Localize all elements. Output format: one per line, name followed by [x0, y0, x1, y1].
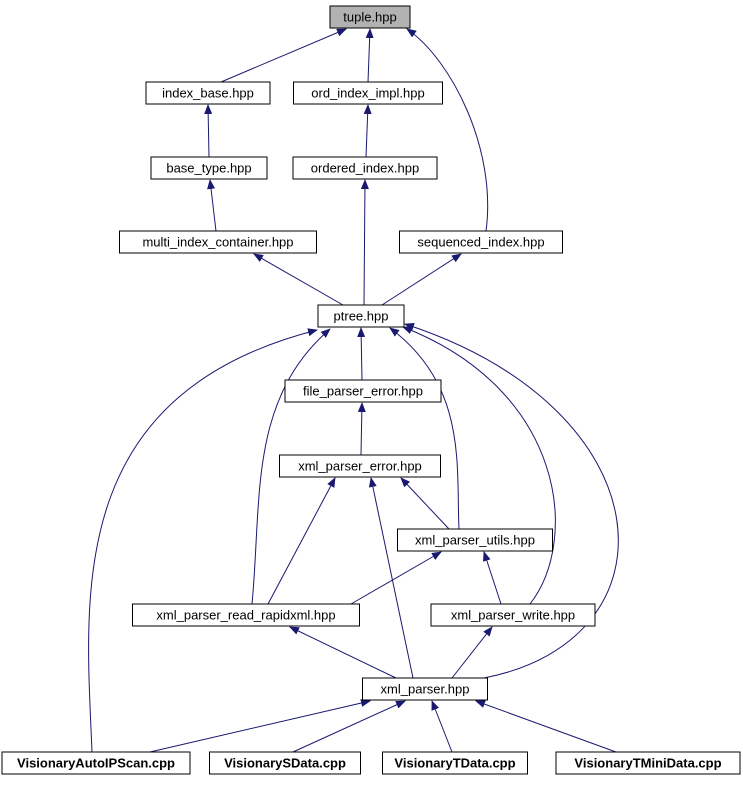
edge-index_base-hpp-to-tuple-hpp	[220, 28, 347, 83]
node-box-ord-index-impl-hpp[interactable]	[293, 81, 443, 105]
edge-ord_index_impl-hpp-to-tuple-hpp	[365, 28, 374, 83]
node-box-xml-parser-write-hpp[interactable]	[430, 603, 596, 627]
node-box-sequenced-index-hpp[interactable]	[399, 230, 563, 254]
node-xml-parser-error-hpp[interactable]: xml_parser_error.hpp	[279, 454, 441, 478]
edge-xml_parser_read_rapidxml-hpp-to-xml_parser_utils-hpp	[350, 551, 442, 605]
edge-xml_parser_error-hpp-to-file_parser_error-hpp	[357, 402, 366, 456]
node-visionary-sdata-cpp[interactable]: VisionarySData.cpp	[209, 751, 361, 775]
node-box-index-base-hpp[interactable]	[145, 81, 271, 105]
edge-xml_parser-hpp-to-xml_parser_write-hpp	[451, 626, 493, 679]
node-label-visionary-auto-ip-scan-cpp: VisionaryAutoIPScan.cpp	[17, 756, 175, 771]
node-label-xml-parser-read-rapidxml-hpp: xml_parser_read_rapidxml.hpp	[156, 608, 335, 623]
edge-multi_index_container-hpp-to-base_type-hpp	[207, 179, 217, 232]
node-file-parser-error-hpp[interactable]: file_parser_error.hpp	[284, 379, 442, 403]
node-box-base-type-hpp[interactable]	[150, 156, 268, 180]
edge-file_parser_error-hpp-to-ptree-hpp	[357, 327, 366, 381]
node-label-ptree-hpp: ptree.hpp	[334, 309, 389, 324]
node-box-multi-index-container-hpp[interactable]	[119, 230, 317, 254]
node-box-xml-parser-error-hpp[interactable]	[279, 454, 441, 478]
node-xml-parser-utils-hpp[interactable]: xml_parser_utils.hpp	[397, 528, 553, 552]
edge-VisionarySData-cpp-to-xml_parser-hpp	[292, 700, 406, 753]
node-label-xml-parser-utils-hpp: xml_parser_utils.hpp	[415, 533, 535, 548]
node-label-xml-parser-error-hpp: xml_parser_error.hpp	[298, 459, 422, 474]
node-label-tuple-hpp: tuple.hpp	[343, 10, 397, 25]
edge-ptree-hpp-to-ordered_index-hpp	[360, 179, 369, 306]
node-ptree-hpp[interactable]: ptree.hpp	[317, 304, 405, 328]
node-label-base-type-hpp: base_type.hpp	[166, 161, 251, 176]
node-label-file-parser-error-hpp: file_parser_error.hpp	[303, 384, 423, 399]
node-label-visionary-sdata-cpp: VisionarySData.cpp	[224, 756, 346, 771]
edge-VisionaryTData-cpp-to-xml_parser-hpp	[431, 700, 453, 753]
node-box-visionary-tmini-data-cpp[interactable]	[555, 751, 741, 775]
node-multi-index-container-hpp[interactable]: multi_index_container.hpp	[119, 230, 317, 254]
node-visionary-auto-ip-scan-cpp[interactable]: VisionaryAutoIPScan.cpp	[1, 751, 191, 775]
node-tuple-hpp[interactable]: tuple.hpp	[329, 5, 411, 29]
edge-xml_parser_utils-hpp-to-xml_parser_error-hpp	[400, 477, 450, 530]
node-label-ord-index-impl-hpp: ord_index_impl.hpp	[311, 86, 424, 101]
edge-xml_parser-hpp-to-xml_parser_error-hpp	[368, 477, 414, 679]
node-ord-index-impl-hpp[interactable]: ord_index_impl.hpp	[293, 81, 443, 105]
edge-base_type-hpp-to-index_base-hpp	[204, 104, 213, 158]
edge-ordered_index-hpp-to-ord_index_impl-hpp	[363, 104, 372, 158]
edge-xml_parser_utils-hpp-to-ptree-hpp	[389, 327, 460, 530]
node-visionary-tdata-cpp[interactable]: VisionaryTData.cpp	[382, 751, 528, 775]
node-box-tuple-hpp[interactable]	[329, 5, 411, 29]
edge-xml_parser_write-hpp-to-ptree-hpp	[402, 326, 556, 605]
node-xml-parser-read-rapidxml-hpp[interactable]: xml_parser_read_rapidxml.hpp	[132, 603, 360, 627]
node-label-multi-index-container-hpp: multi_index_container.hpp	[142, 235, 293, 250]
edges-layer	[88, 28, 619, 753]
node-box-visionary-sdata-cpp[interactable]	[209, 751, 361, 775]
edge-VisionaryTMiniData-cpp-to-xml_parser-hpp	[475, 700, 617, 753]
node-label-ordered-index-hpp: ordered_index.hpp	[311, 161, 419, 176]
edge-xml_parser-hpp-to-xml_parser_read_rapidxml-hpp	[289, 626, 397, 679]
edge-ptree-hpp-to-multi_index_container-hpp	[253, 253, 344, 306]
node-xml-parser-hpp[interactable]: xml_parser.hpp	[362, 677, 488, 701]
node-label-visionary-tmini-data-cpp: VisionaryTMiniData.cpp	[574, 756, 721, 771]
node-box-ordered-index-hpp[interactable]	[292, 156, 438, 180]
node-label-sequenced-index-hpp: sequenced_index.hpp	[417, 235, 544, 250]
node-box-visionary-tdata-cpp[interactable]	[382, 751, 528, 775]
node-ordered-index-hpp[interactable]: ordered_index.hpp	[292, 156, 438, 180]
node-box-file-parser-error-hpp[interactable]	[284, 379, 442, 403]
node-box-xml-parser-hpp[interactable]	[362, 677, 488, 701]
node-label-xml-parser-write-hpp: xml_parser_write.hpp	[451, 608, 575, 623]
edge-xml_parser_read_rapidxml-hpp-to-xml_parser_error-hpp	[267, 477, 336, 605]
node-label-index-base-hpp: index_base.hpp	[162, 86, 254, 101]
node-label-xml-parser-hpp: xml_parser.hpp	[381, 682, 470, 697]
node-box-ptree-hpp[interactable]	[317, 304, 405, 328]
edge-xml_parser_write-hpp-to-xml_parser_utils-hpp	[482, 551, 502, 605]
edge-xml_parser-hpp-to-ptree-hpp	[404, 323, 619, 679]
edge-VisionaryAutoIPScan-cpp-to-ptree-hpp	[88, 328, 318, 753]
edge-VisionaryAutoIPScan-cpp-to-xml_parser-hpp	[149, 699, 371, 753]
node-box-xml-parser-utils-hpp[interactable]	[397, 528, 553, 552]
node-index-base-hpp[interactable]: index_base.hpp	[145, 81, 271, 105]
edge-sequenced_index-hpp-to-tuple-hpp	[406, 28, 489, 232]
node-box-xml-parser-read-rapidxml-hpp[interactable]	[132, 603, 360, 627]
node-xml-parser-write-hpp[interactable]: xml_parser_write.hpp	[430, 603, 596, 627]
node-base-type-hpp[interactable]: base_type.hpp	[150, 156, 268, 180]
edge-ptree-hpp-to-sequenced_index-hpp	[381, 253, 462, 306]
nodes-layer: tuple.hpp index_base.hpp ord_index_impl.hp…	[1, 5, 741, 775]
node-label-visionary-tdata-cpp: VisionaryTData.cpp	[394, 756, 515, 771]
node-visionary-tmini-data-cpp[interactable]: VisionaryTMiniData.cpp	[555, 751, 741, 775]
edge-xml_parser_read_rapidxml-hpp-to-ptree-hpp	[251, 328, 331, 605]
node-box-visionary-auto-ip-scan-cpp[interactable]	[1, 751, 191, 775]
node-sequenced-index-hpp[interactable]: sequenced_index.hpp	[399, 230, 563, 254]
